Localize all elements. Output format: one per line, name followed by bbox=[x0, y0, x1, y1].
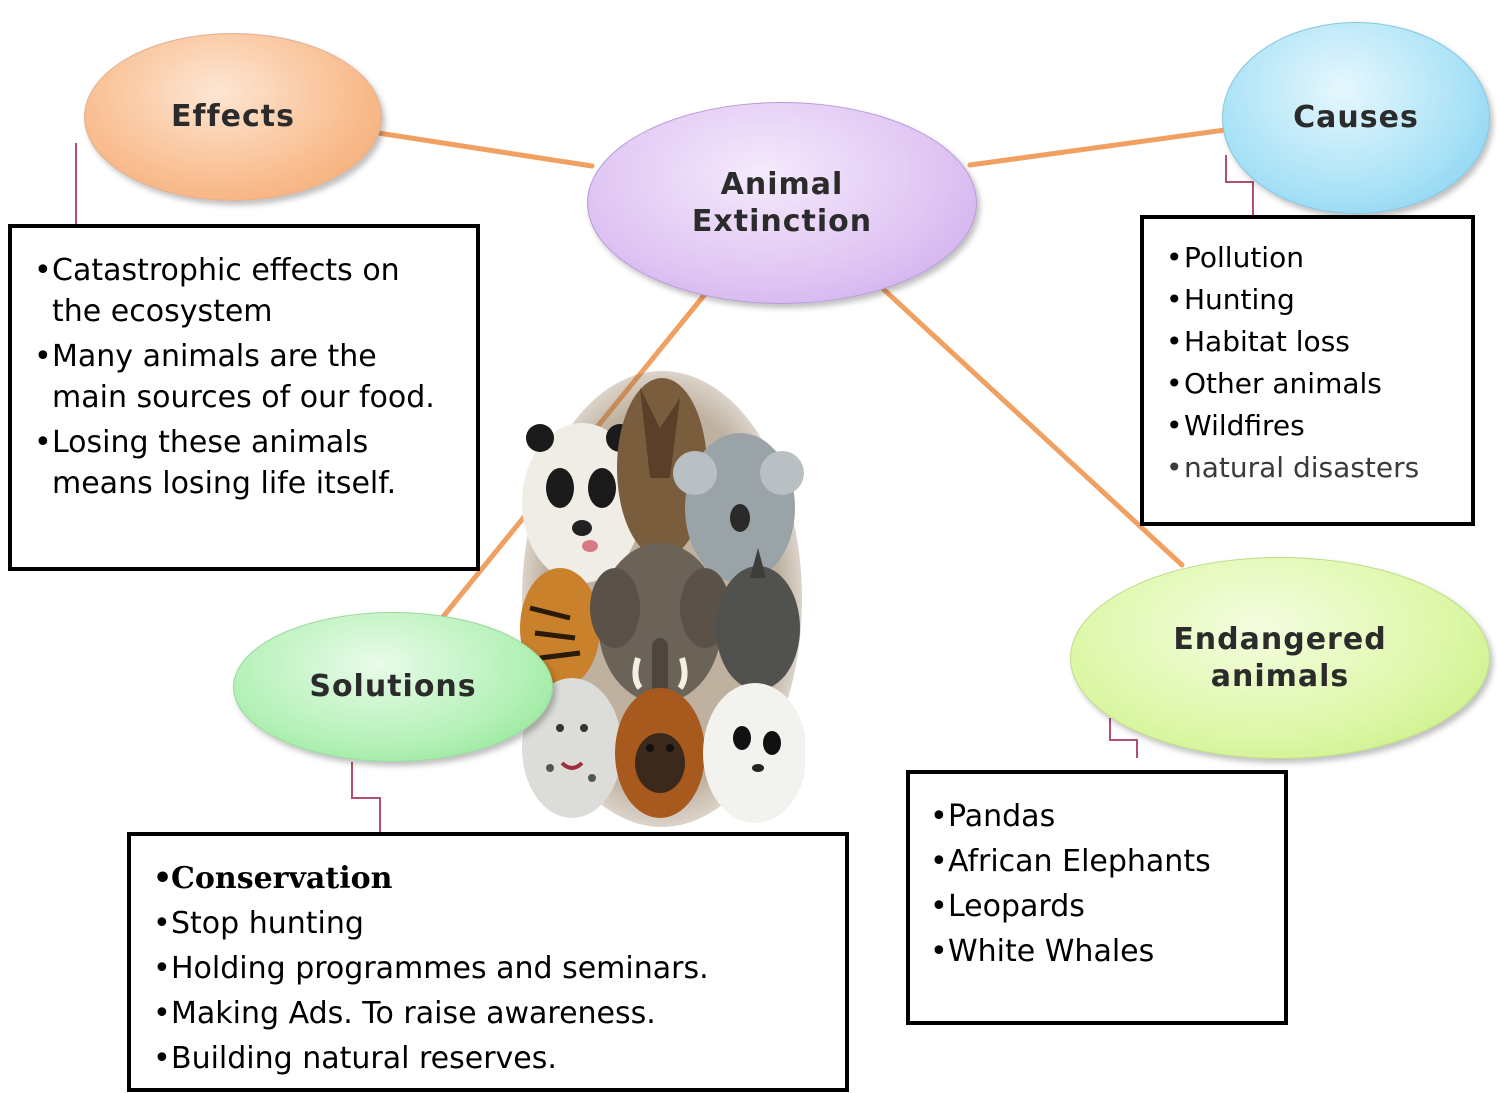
list-item: Hunting bbox=[1166, 279, 1461, 321]
causes-list: Pollution Hunting Habitat loss Other ani… bbox=[1166, 237, 1461, 489]
effects-title: Effects bbox=[171, 98, 295, 136]
solutions-bubble: Solutions bbox=[233, 612, 553, 762]
effects-list: Catastrophic effects on the ecosystem Ma… bbox=[34, 250, 458, 504]
causes-bubble: Causes bbox=[1222, 22, 1490, 214]
connector-center-effects bbox=[378, 133, 592, 166]
connector-center-causes bbox=[970, 130, 1225, 165]
causes-list-box: Pollution Hunting Habitat loss Other ani… bbox=[1140, 215, 1475, 526]
list-item: Leopards bbox=[930, 884, 1274, 929]
endangered-animals-list-box: Pandas African Elephants Leopards White … bbox=[906, 770, 1288, 1025]
list-item: Stop hunting bbox=[153, 901, 835, 946]
central-topic-title: Animal Extinction bbox=[692, 166, 872, 241]
list-item: Making Ads. To raise awareness. bbox=[153, 991, 835, 1036]
effects-list-box: Catastrophic effects on the ecosystem Ma… bbox=[8, 224, 480, 571]
list-item: Pandas bbox=[930, 794, 1274, 839]
list-item: Habitat loss bbox=[1166, 321, 1461, 363]
solutions-list-box: Conservation Stop hunting Holding progra… bbox=[127, 832, 849, 1092]
list-item: natural disasters bbox=[1166, 447, 1461, 489]
list-item: Holding programmes and seminars. bbox=[153, 946, 835, 991]
seal-pup-photo bbox=[703, 683, 805, 823]
orangutan-photo bbox=[615, 688, 705, 818]
list-item: White Whales bbox=[930, 929, 1274, 974]
list-item: Catastrophic effects on the ecosystem bbox=[34, 250, 458, 332]
solutions-list: Conservation Stop hunting Holding progra… bbox=[153, 856, 835, 1081]
callout-solutions bbox=[352, 762, 380, 833]
list-item: Conservation bbox=[153, 856, 835, 901]
list-item: Losing these animals means losing life i… bbox=[34, 422, 458, 504]
effects-bubble: Effects bbox=[84, 33, 382, 201]
endangered-animals-list: Pandas African Elephants Leopards White … bbox=[930, 794, 1274, 974]
animal-collage-image bbox=[520, 368, 805, 830]
list-item: Building natural reserves. bbox=[153, 1036, 835, 1081]
central-topic-bubble: Animal Extinction bbox=[587, 102, 977, 304]
causes-title: Causes bbox=[1293, 99, 1419, 137]
list-item: African Elephants bbox=[930, 839, 1274, 884]
endangered-animals-title: Endangered animals bbox=[1173, 621, 1386, 696]
list-item: Wildfires bbox=[1166, 405, 1461, 447]
list-item: Other animals bbox=[1166, 363, 1461, 405]
list-item: Many animals are the main sources of our… bbox=[34, 336, 458, 418]
solutions-title: Solutions bbox=[309, 668, 476, 706]
connector-center-endangered bbox=[880, 286, 1182, 565]
list-item: Pollution bbox=[1166, 237, 1461, 279]
endangered-animals-bubble: Endangered animals bbox=[1070, 557, 1490, 759]
